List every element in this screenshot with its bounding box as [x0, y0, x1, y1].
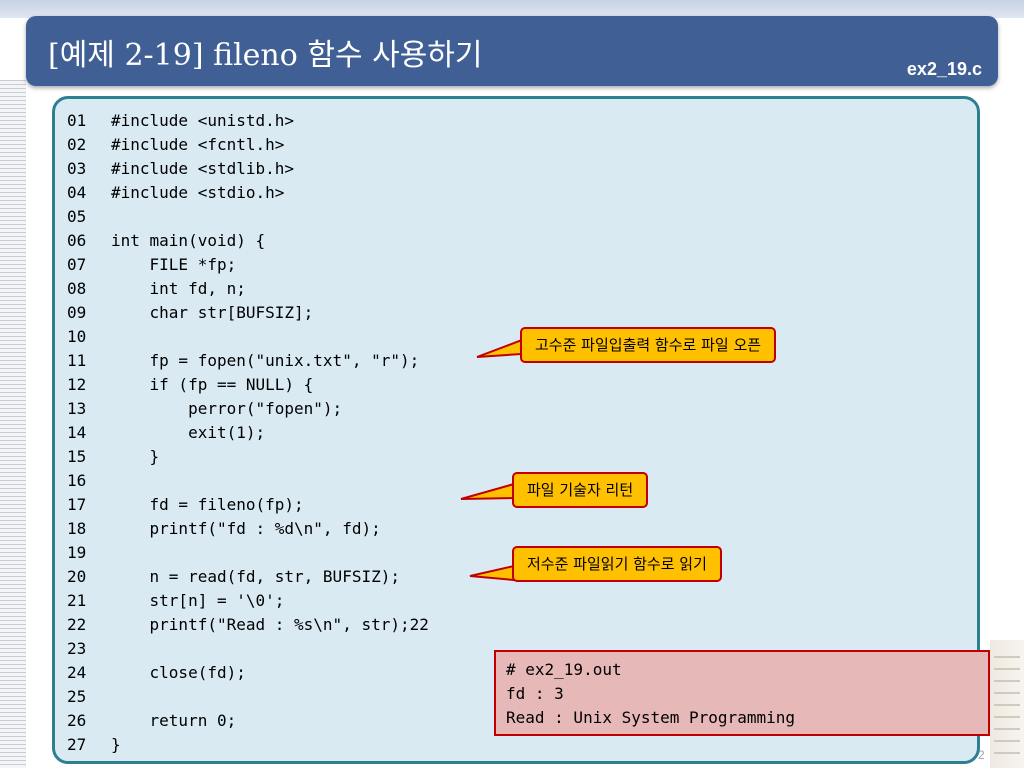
top-background-band: [0, 0, 1024, 18]
code-text: char str[BUFSIZ];: [111, 303, 314, 322]
line-number: 16: [67, 471, 87, 490]
code-text: exit(1);: [111, 423, 266, 442]
code-line: 08 int fd, n;: [67, 277, 429, 301]
code-line: 14 exit(1);: [67, 421, 429, 445]
output-line: Read : Unix System Programming: [506, 708, 795, 727]
line-number: 24: [67, 663, 87, 682]
code-line: 07 FILE *fp;: [67, 253, 429, 277]
line-number: 18: [67, 519, 87, 538]
code-text: return 0;: [111, 711, 237, 730]
code-text: #include <stdio.h>: [111, 183, 285, 202]
line-number: 04: [67, 183, 87, 202]
code-text: if (fp == NULL) {: [111, 375, 314, 394]
building-photo-decoration: [990, 640, 1024, 768]
line-number: 27: [67, 735, 87, 754]
code-line: 09 char str[BUFSIZ];: [67, 301, 429, 325]
code-line: 01 #include <unistd.h>: [67, 109, 429, 133]
line-number: 13: [67, 399, 87, 418]
code-line: 17 fd = fileno(fp);: [67, 493, 429, 517]
code-text: #include <fcntl.h>: [111, 135, 285, 154]
code-line: 19: [67, 541, 429, 565]
code-line: 22 printf("Read : %s\n", str);22: [67, 613, 429, 637]
code-listing: 01 #include <unistd.h> 02 #include <fcntl.h…: [67, 109, 429, 757]
code-text: printf("Read : %s\n", str);22: [111, 615, 429, 634]
output-line: fd : 3: [506, 684, 564, 703]
code-line: 04 #include <stdio.h>: [67, 181, 429, 205]
line-number: 07: [67, 255, 87, 274]
code-text: FILE *fp;: [111, 255, 237, 274]
line-number: 01: [67, 111, 87, 130]
line-number: 20: [67, 567, 87, 586]
line-number: 12: [67, 375, 87, 394]
code-text: fd = fileno(fp);: [111, 495, 304, 514]
line-number: 17: [67, 495, 87, 514]
callout-fileno: 파일 기술자 리턴: [512, 472, 649, 508]
code-text: #include <stdlib.h>: [111, 159, 295, 178]
callout-read: 저수준 파일읽기 함수로 읽기: [512, 546, 722, 582]
code-text: close(fd);: [111, 663, 246, 682]
code-line: 16: [67, 469, 429, 493]
line-number: 09: [67, 303, 87, 322]
line-number: 14: [67, 423, 87, 442]
line-number: 06: [67, 231, 87, 250]
code-line: 20 n = read(fd, str, BUFSIZ);: [67, 565, 429, 589]
left-stripe-decoration: [0, 80, 26, 768]
code-text: int main(void) {: [111, 231, 266, 250]
code-text: str[n] = '\0';: [111, 591, 285, 610]
callout-fopen: 고수준 파일입출력 함수로 파일 오픈: [520, 327, 777, 363]
code-text: int fd, n;: [111, 279, 246, 298]
line-number: 05: [67, 207, 87, 226]
code-line: 21 str[n] = '\0';: [67, 589, 429, 613]
line-number: 22: [67, 615, 87, 634]
title-bar: [26, 16, 998, 86]
file-name-label: ex2_19.c: [906, 59, 982, 79]
line-number: 19: [67, 543, 87, 562]
code-text: printf("fd : %d\n", fd);: [111, 519, 381, 538]
code-line: 03 #include <stdlib.h>: [67, 157, 429, 181]
line-number: 03: [67, 159, 87, 178]
code-line: 06 int main(void) {: [67, 229, 429, 253]
line-number: 26: [67, 711, 87, 730]
code-line: 05: [67, 205, 429, 229]
code-text: fp = fopen("unix.txt", "r");: [111, 351, 420, 370]
code-text: perror("fopen");: [111, 399, 343, 418]
code-line: 27}: [67, 733, 429, 757]
line-number: 25: [67, 687, 87, 706]
line-number: 11: [67, 351, 87, 370]
code-line: 11 fp = fopen("unix.txt", "r");: [67, 349, 429, 373]
code-text: n = read(fd, str, BUFSIZ);: [111, 567, 400, 586]
code-line: 24 close(fd);: [67, 661, 429, 685]
code-line: 13 perror("fopen");: [67, 397, 429, 421]
code-line: 25: [67, 685, 429, 709]
line-number: 15: [67, 447, 87, 466]
code-line: 15 }: [67, 445, 429, 469]
code-line: 26 return 0;: [67, 709, 429, 733]
line-number: 23: [67, 639, 87, 658]
line-number: 02: [67, 135, 87, 154]
code-text: }: [111, 447, 160, 466]
line-number: 21: [67, 591, 87, 610]
output-line: # ex2_19.out: [506, 660, 622, 679]
page-number: 2: [978, 748, 985, 762]
code-line: 18 printf("fd : %d\n", fd);: [67, 517, 429, 541]
line-number: 10: [67, 327, 87, 346]
code-text: }: [111, 735, 121, 754]
code-line: 23: [67, 637, 429, 661]
code-line: 12 if (fp == NULL) {: [67, 373, 429, 397]
code-line: 10: [67, 325, 429, 349]
code-line: 02 #include <fcntl.h>: [67, 133, 429, 157]
line-number: 08: [67, 279, 87, 298]
program-output-box: # ex2_19.out fd : 3 Read : Unix System P…: [494, 650, 990, 736]
code-text: #include <unistd.h>: [111, 111, 295, 130]
slide-title: [예제 2-19] fileno 함수 사용하기: [48, 38, 483, 73]
